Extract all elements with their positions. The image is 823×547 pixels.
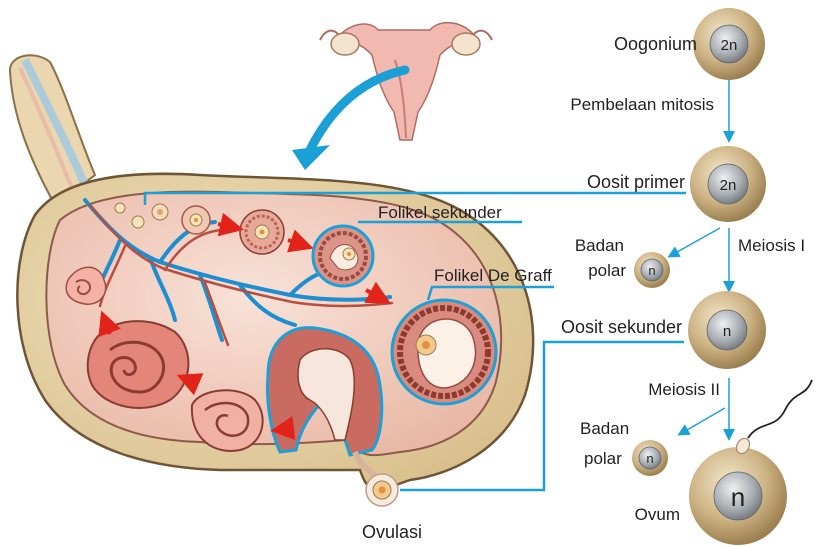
label-ovum: Ovum <box>635 505 680 524</box>
corpus-luteum <box>88 321 189 408</box>
cell-badan-polar-1: n <box>634 252 670 288</box>
uterus-illustration <box>320 23 492 140</box>
label-badan-polar-2-line1: Badan <box>580 419 629 438</box>
graafian-follicle <box>392 300 496 404</box>
cell-oosit-primer-ploidy: 2n <box>720 177 737 194</box>
label-meiosis-2: Meiosis II <box>648 380 720 399</box>
label-badan-polar-2-line2: polar <box>584 449 622 468</box>
cell-ovum-ploidy: n <box>731 482 745 512</box>
cell-oosit-sekunder: n <box>688 291 766 369</box>
cell-oosit-sekunder-ploidy: n <box>723 323 731 340</box>
secondary-follicle <box>313 226 373 286</box>
label-meiosis-1: Meiosis I <box>738 236 805 255</box>
growing-follicle <box>240 210 284 254</box>
cell-oosit-primer: 2n <box>690 146 766 222</box>
cell-badan-polar-2-ploidy: n <box>646 451 653 466</box>
label-folikel-sekunder: Folikel sekunder <box>378 203 502 222</box>
label-pembelaan-mitosis: Pembelaan mitosis <box>570 95 714 114</box>
cell-badan-polar-2: n <box>632 440 668 476</box>
label-oosit-sekunder: Oosit sekunder <box>561 317 682 337</box>
cell-ovum: n <box>689 447 787 545</box>
label-badan-polar-1-line2: polar <box>588 261 626 280</box>
primary-follicle <box>182 206 210 234</box>
sperm <box>734 380 812 456</box>
label-oosit-primer: Oosit primer <box>587 172 685 192</box>
label-folikel-de-graff: Folikel De Graff <box>434 266 552 285</box>
cell-badan-polar-1-ploidy: n <box>648 263 655 278</box>
label-ovulasi: Ovulasi <box>362 522 422 542</box>
cell-oogonium: 2n <box>693 8 765 80</box>
label-oogonium: Oogonium <box>614 34 697 54</box>
cell-oogonium-ploidy: 2n <box>721 37 738 54</box>
label-badan-polar-1-line1: Badan <box>575 236 624 255</box>
